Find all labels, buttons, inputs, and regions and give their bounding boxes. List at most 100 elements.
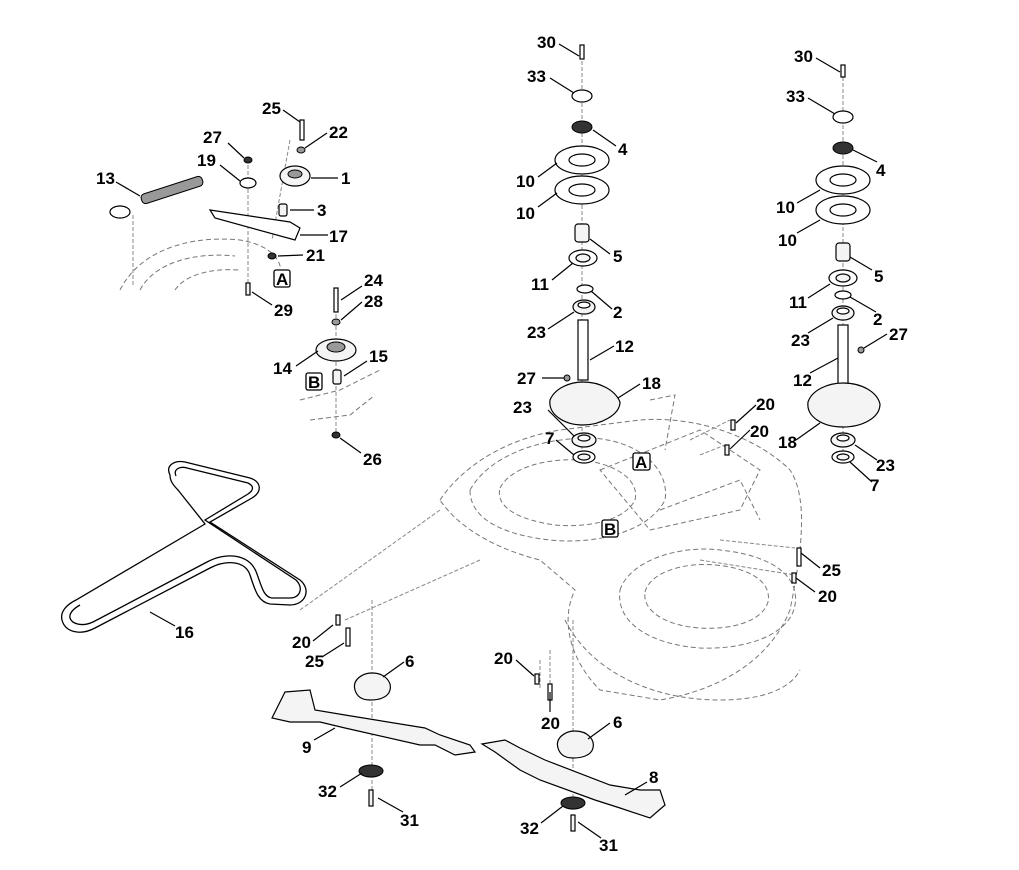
callout-20: 20: [750, 422, 769, 441]
nut-27-right: [857, 346, 865, 354]
callout-21: 21: [306, 246, 325, 265]
svg-text:B: B: [604, 520, 616, 539]
callout-32: 32: [520, 819, 539, 838]
bolt-25-tensioner: [299, 119, 305, 141]
oring-2-center: [576, 284, 594, 294]
callout-7: 7: [870, 476, 879, 495]
shaft-12-center: [577, 319, 589, 381]
callout-labels: 30 33 4 10 10 5 11 2 23 12 27 18 23 7 30…: [96, 33, 908, 855]
callout-33: 33: [786, 87, 805, 106]
callout-20: 20: [494, 649, 513, 668]
callout-1: 1: [341, 169, 350, 188]
washer-33-right: [832, 110, 854, 124]
callout-27: 27: [889, 325, 908, 344]
nut-21: [267, 252, 277, 260]
callout-30: 30: [794, 47, 813, 66]
pulley-10-upper-center: [554, 145, 610, 175]
callout-23: 23: [513, 398, 532, 417]
drive-belt: [60, 460, 307, 633]
callout-23: 23: [876, 456, 895, 475]
spacer-3: [278, 203, 288, 217]
callout-18: 18: [778, 433, 797, 452]
callout-20: 20: [541, 714, 560, 733]
bolt-30-right: [840, 64, 846, 78]
callout-32: 32: [318, 782, 337, 801]
callout-13: 13: [96, 169, 115, 188]
hub-5-center: [574, 223, 590, 243]
callout-4: 4: [876, 161, 886, 180]
blade-adapter-6-left: [353, 672, 391, 701]
callout-31: 31: [400, 811, 419, 830]
callout-14: 14: [273, 359, 292, 378]
callout-24: 24: [364, 271, 383, 290]
washer-4-center: [571, 120, 593, 134]
callout-25: 25: [262, 99, 281, 118]
ref-marker-a-tensioner: A: [273, 269, 291, 289]
bolt-29: [245, 282, 251, 296]
bolt-24: [333, 287, 339, 313]
callout-25: 25: [822, 561, 841, 580]
callout-2: 2: [873, 310, 882, 329]
hub-5-right: [835, 242, 851, 262]
callout-6: 6: [613, 713, 622, 732]
callout-11: 11: [789, 293, 807, 312]
svg-text:A: A: [276, 270, 288, 289]
idler-pulley-14: [315, 338, 357, 362]
seal-7-right: [831, 450, 855, 464]
washer-32-left: [358, 764, 384, 778]
callout-20: 20: [292, 633, 311, 652]
callout-17: 17: [329, 227, 348, 246]
callout-30: 30: [537, 33, 556, 52]
callout-19: 19: [197, 151, 216, 170]
washer-11-center: [568, 249, 598, 267]
washer-4-right: [832, 141, 854, 155]
callout-12: 12: [793, 371, 812, 390]
callout-27: 27: [517, 369, 536, 388]
callout-22: 22: [329, 123, 348, 142]
washer-33-center: [571, 89, 593, 103]
washer-22: [296, 146, 306, 154]
nut-27-tensioner: [243, 156, 253, 164]
blade-assembly-left: [271, 672, 477, 807]
callout-25: 25: [305, 652, 324, 671]
bearing-23-upper-right: [831, 305, 855, 321]
tension-spring: [109, 175, 204, 219]
callout-3: 3: [317, 201, 326, 220]
blade-8: [480, 739, 666, 819]
pulley-10-lower-center: [554, 175, 610, 205]
callout-29: 29: [274, 301, 293, 320]
callout-10: 10: [516, 172, 535, 191]
callout-5: 5: [874, 267, 883, 286]
bolt-30-center: [579, 44, 585, 60]
callout-15: 15: [369, 347, 388, 366]
reference-markers: A B A B: [273, 269, 651, 539]
idler-arm: [208, 209, 301, 241]
callout-16: 16: [175, 623, 194, 642]
idler-deck-fragment: [299, 290, 381, 440]
callout-4: 4: [618, 140, 628, 159]
spacer-15: [332, 369, 342, 385]
blade-assembly-right: [480, 730, 666, 832]
callout-27: 27: [203, 128, 222, 147]
bolt-31-left: [368, 789, 374, 807]
callout-12: 12: [615, 337, 634, 356]
callout-20: 20: [756, 395, 775, 414]
callout-31: 31: [599, 836, 618, 855]
washer-19: [239, 177, 257, 189]
shaft-12-right: [837, 324, 849, 386]
housing-18-center: [549, 381, 621, 426]
callout-33: 33: [527, 67, 546, 86]
nut-26: [331, 431, 341, 439]
callout-10: 10: [776, 198, 795, 217]
spindle-assembly-center: [549, 44, 621, 464]
callout-5: 5: [613, 247, 622, 266]
svg-text:B: B: [308, 373, 320, 392]
callout-26: 26: [363, 450, 382, 469]
blade-adapter-6-right: [556, 730, 594, 759]
callout-23: 23: [527, 323, 546, 342]
housing-18-right: [807, 382, 881, 428]
spindle-assembly-right: [807, 64, 881, 464]
callout-18: 18: [642, 374, 661, 393]
callout-23: 23: [791, 331, 810, 350]
